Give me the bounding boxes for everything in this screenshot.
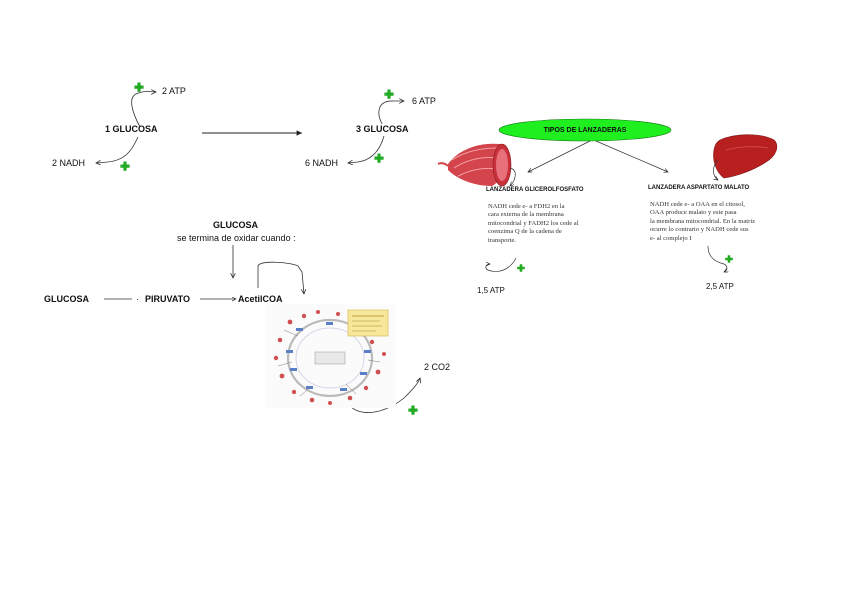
plus-icon xyxy=(374,153,384,163)
left-shuttle-title: LANZADERA GLICEROLFOSFATO xyxy=(486,187,584,193)
plus-icon xyxy=(384,89,394,99)
curve-arrow-atp-right xyxy=(378,101,404,125)
curve-arrow-left-result xyxy=(485,257,517,272)
liver-icon xyxy=(713,134,778,179)
branch-left xyxy=(528,140,591,172)
left-node-label: 1 GLUCOSA xyxy=(105,124,158,134)
curve-arrow-atp-left xyxy=(131,92,156,128)
loop-arrow-acetilcoa xyxy=(257,261,304,294)
right-shuttle-line: e- al complejo I xyxy=(650,234,692,242)
left-shuttle-line: mitocondrial y FADH2 los cede al xyxy=(488,219,579,227)
left-shuttle-result: 1,5 ATP xyxy=(477,286,505,295)
muscle-icon xyxy=(437,143,512,187)
plus-icon xyxy=(120,161,130,171)
co2-label: 2 CO2 xyxy=(424,362,451,372)
chain-piruvato: PIRUVATO xyxy=(145,294,191,304)
left-loss-label: 2 NADH xyxy=(52,158,86,168)
right-gain-label: 6 ATP xyxy=(412,96,436,106)
curve-arrow-muscle xyxy=(510,167,516,186)
right-node-label: 3 GLUCOSA xyxy=(356,124,409,134)
chain-acetilcoa: AcetilCOA xyxy=(238,294,283,304)
plus-icon xyxy=(134,82,144,92)
shuttle-types-ellipse xyxy=(498,118,672,142)
shuttle-types-label: TIPOS DE LANZADERAS xyxy=(543,126,627,134)
left-shuttle-line: cara externa de la membrana xyxy=(488,211,564,219)
right-shuttle-line: la membrana mitocondrial. En la matriz xyxy=(650,217,756,225)
left-shuttle-line: NADH cede e- a FDH2 en la xyxy=(488,203,565,210)
right-shuttle-result: 2,5 ATP xyxy=(706,282,734,291)
krebs-cycle-thumbnail xyxy=(266,304,396,408)
left-shuttle-line: transporte. xyxy=(488,236,517,244)
chain-dot: · xyxy=(136,294,139,304)
left-shuttle-text: NADH cede e- a FDH2 en la cara externa d… xyxy=(488,203,579,245)
oxidation-title: GLUCOSA xyxy=(213,220,258,230)
right-shuttle-line: ocurre lo contrario y NADH cede sus xyxy=(650,226,749,234)
right-shuttle-line: NADH cede e- a OAA en el citosol, xyxy=(650,201,745,208)
curve-arrow-nadh-right xyxy=(348,135,385,163)
left-gain-label: 2 ATP xyxy=(162,86,186,96)
oxidation-subtitle: se termina de oxidar cuando : xyxy=(177,233,296,243)
curve-arrow-liver xyxy=(713,159,719,180)
right-loss-label: 6 NADH xyxy=(305,158,339,168)
chain-glucosa: GLUCOSA xyxy=(44,294,89,304)
right-shuttle-line: OAA produce malato y este pasa xyxy=(650,209,737,217)
curve-arrow-nadh-left xyxy=(96,136,139,163)
left-shuttle-line: coenzima Q de la cadena de xyxy=(488,228,562,236)
right-shuttle-title: LANZADERA ASPARTATO MALATO xyxy=(648,185,750,191)
right-shuttle-text: NADH cede e- a OAA en el citosol, OAA pr… xyxy=(650,201,755,243)
branch-right xyxy=(595,140,668,172)
curve-arrow-right-result xyxy=(707,245,727,272)
plus-icon xyxy=(517,264,525,272)
plus-icon xyxy=(408,405,418,415)
curve-arrow-co2 xyxy=(347,378,420,413)
plus-icon xyxy=(725,255,733,263)
